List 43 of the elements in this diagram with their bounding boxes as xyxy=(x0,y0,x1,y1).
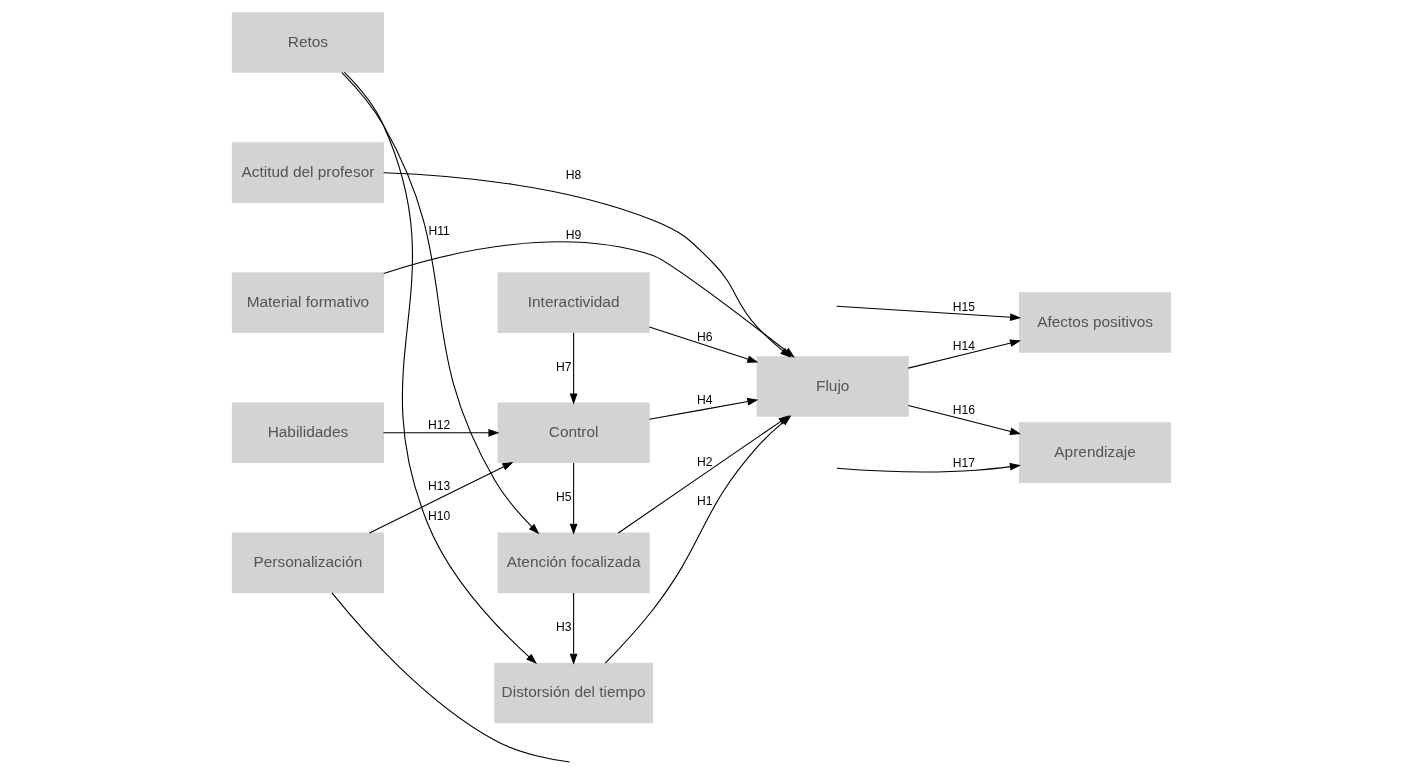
node-box: Aprendizaje xyxy=(1018,422,1171,483)
arrow xyxy=(569,332,577,405)
edge-label: H10 xyxy=(427,508,450,523)
node-box: Personalización xyxy=(231,532,384,594)
edge-label: H2 xyxy=(696,454,713,469)
node-box: Distorsión del tiempo xyxy=(493,662,653,724)
node-box: Afectos positivos xyxy=(1018,292,1171,353)
connector xyxy=(330,592,570,763)
edge-label: H13 xyxy=(427,478,450,493)
edge-label: H12 xyxy=(427,418,450,433)
arrow xyxy=(569,462,577,535)
node-box: Habilidades xyxy=(231,402,384,464)
edge-label: H5 xyxy=(555,489,571,504)
node-box: Interactividad xyxy=(497,272,650,333)
edge-label: H8 xyxy=(565,167,581,182)
edge-label: H4 xyxy=(696,392,713,407)
edge-label: H14 xyxy=(952,338,975,353)
arrow xyxy=(835,462,1021,473)
node-box: Atención focalizada xyxy=(497,532,650,594)
edge-label: H3 xyxy=(555,619,571,634)
arrow xyxy=(569,592,577,665)
edge-label: H11 xyxy=(427,224,450,239)
arrow xyxy=(382,428,499,437)
arrow xyxy=(368,461,513,534)
arrow xyxy=(907,339,1021,369)
edge-label: H7 xyxy=(555,359,571,374)
node-box: Flujo xyxy=(756,356,909,417)
arrow xyxy=(835,305,1021,322)
edge-label: H1 xyxy=(696,494,713,509)
edge-label: H9 xyxy=(565,227,581,242)
edge-label: H17 xyxy=(952,455,975,470)
arrow xyxy=(340,72,539,535)
node-box: Actitud del profesor xyxy=(231,142,384,203)
arrow xyxy=(343,71,537,665)
node-box: Retos xyxy=(231,12,384,73)
edge-label: H16 xyxy=(952,402,975,417)
node-box: Control xyxy=(497,402,650,464)
edge-label: H15 xyxy=(952,300,975,315)
edge-label: H6 xyxy=(696,330,713,345)
node-box: Material formativo xyxy=(231,272,384,333)
arrow xyxy=(648,326,758,363)
arrow xyxy=(648,397,758,420)
arrow xyxy=(907,404,1021,436)
